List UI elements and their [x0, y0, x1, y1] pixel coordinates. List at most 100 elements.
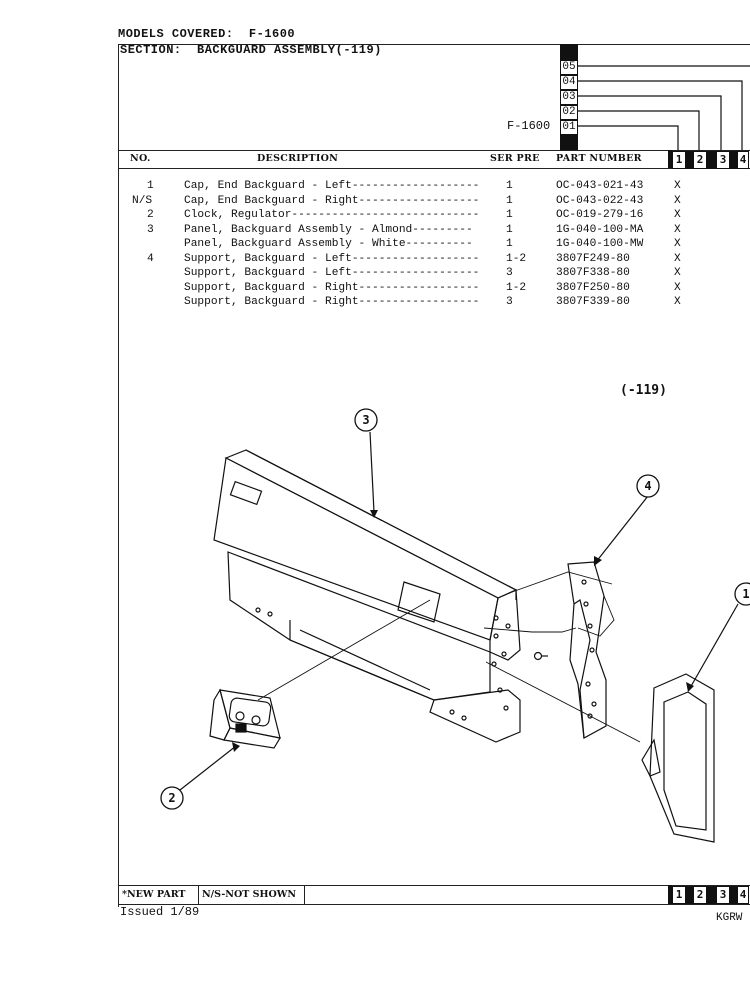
part-description: Cap, End Backguard - Right--------------… [184, 194, 480, 207]
part-ser-pre: 3 [506, 267, 513, 279]
section-title: SECTION: BACKGUARD ASSEMBLY(-119) [120, 43, 382, 57]
callout-2-leader [179, 745, 237, 791]
list-item: 1 Cap, End Backguard - Left-------------… [0, 180, 750, 195]
part-description: Support, Backguard - Right--------------… [184, 281, 480, 294]
part-no: 1 [147, 180, 154, 192]
variant-ladder-bottom [560, 135, 578, 150]
variant-code-04: 04 [560, 75, 578, 90]
part-number: 3807F339-80 [556, 296, 630, 308]
list-item: Support, Backguard - Left---------------… [0, 267, 750, 282]
callout-4-leader [595, 495, 649, 563]
clock-regulator [209, 688, 281, 749]
callout-1-circle [734, 582, 750, 606]
cap-assembly-line [485, 661, 641, 743]
col-divider-block [668, 150, 672, 168]
callout-2-label: 2 [168, 791, 175, 805]
part-description: Support, Backguard - Left---------------… [184, 252, 480, 265]
variant-code-05: 05 [560, 60, 578, 75]
part-applies-mark: X [674, 267, 681, 279]
col-variant-4: 4 [737, 151, 749, 169]
model-label: F-1600 [507, 119, 551, 133]
part-number: 3807F338-80 [556, 267, 630, 279]
list-item: 4 Support, Backguard - Left-------------… [0, 253, 750, 268]
col-no: NO. [130, 153, 151, 164]
part-ser-pre: 1 [506, 209, 513, 221]
column-header-divider [118, 168, 750, 169]
document-code: KGRW [716, 912, 743, 924]
col-variant-1: 1 [672, 151, 686, 169]
callout-3-circle [354, 408, 378, 432]
part-no: N/S [132, 194, 153, 207]
screw [533, 651, 548, 661]
part-no: 3 [147, 223, 154, 236]
part-number: 3807F249-80 [556, 252, 630, 265]
part-applies-mark: X [674, 296, 681, 308]
footer-top-line [118, 885, 750, 886]
models-covered: MODELS COVERED: F-1600 [118, 27, 296, 41]
part-ser-pre: 1 [506, 194, 513, 207]
col-variant-3: 3 [716, 151, 730, 169]
clock-assembly-line [257, 599, 431, 701]
callout-4-label: 4 [644, 479, 651, 493]
callout-4-arrowhead [594, 556, 602, 566]
part-applies-mark: X [674, 223, 681, 236]
col-description: DESCRIPTION [257, 153, 339, 164]
part-description: Clock, Regulator------------------------… [184, 209, 480, 221]
ladder-leader-02 [578, 110, 700, 150]
list-item: Support, Backguard - Right--------------… [0, 296, 750, 311]
support-backguard [567, 561, 607, 739]
part-ser-pre: 1-2 [506, 252, 527, 265]
page-frame [118, 44, 750, 907]
callout-1-label: 1 [742, 587, 749, 601]
part-number: OC-043-022-43 [556, 194, 644, 207]
callout-1-arrowhead [686, 682, 694, 692]
col-ser-pre: SER PRE [490, 153, 540, 164]
assembly-line-c [577, 595, 615, 637]
part-applies-mark: X [674, 252, 681, 265]
footer-variant-1: 1 [672, 886, 686, 904]
part-applies-mark: X [674, 180, 681, 192]
footer-variant-4: 4 [737, 886, 749, 904]
variant-code-01: 01 [560, 120, 578, 135]
part-number: 1G-040-100-MA [556, 223, 644, 236]
assembly-line-a [483, 627, 577, 633]
issued-date: Issued 1/89 [120, 905, 200, 919]
callout-3-arrowhead [370, 510, 378, 518]
callout-1-leader [689, 603, 739, 689]
part-ser-pre: 1 [506, 238, 513, 250]
part-ser-pre: 3 [506, 296, 513, 308]
part-applies-mark: X [674, 281, 681, 294]
part-number: 3807F250-80 [556, 281, 630, 294]
part-ser-pre: 1 [506, 180, 513, 192]
ladder-leader-03 [578, 95, 722, 150]
part-no: 2 [147, 209, 154, 221]
callout-3-label: 3 [362, 413, 369, 427]
end-cap [641, 673, 715, 843]
footer-variant-2: 2 [693, 886, 707, 904]
ladder-leader-04 [578, 80, 743, 150]
part-description: Support, Backguard - Left---------------… [184, 267, 480, 279]
part-number: OC-043-021-43 [556, 180, 644, 192]
part-description: Panel, Backguard Assembly - Almond------… [184, 223, 473, 236]
footer-not-shown: N/S-NOT SHOWN [198, 886, 305, 904]
callout-2-arrowhead [232, 742, 240, 752]
footer-divider-block [668, 885, 672, 904]
header-divider [118, 150, 750, 151]
part-description: Support, Backguard - Right--------------… [184, 296, 480, 308]
variant-ladder-top [560, 44, 578, 60]
col-variant-2: 2 [693, 151, 707, 169]
footer-variant-3: 3 [716, 886, 730, 904]
part-no: 4 [147, 252, 154, 265]
part-description: Cap, End Backguard - Left---------------… [184, 180, 480, 192]
callout-3-leader [369, 431, 375, 513]
part-number: OC-019-279-16 [556, 209, 644, 221]
list-item: 2 Clock, Regulator----------------------… [0, 209, 750, 224]
part-description: Panel, Backguard Assembly - White-------… [184, 238, 473, 250]
ladder-leader-01 [578, 125, 679, 150]
part-ser-pre: 1-2 [506, 281, 527, 294]
col-part-number: PART NUMBER [556, 153, 642, 164]
footer-new-part: *NEW PART [120, 886, 199, 904]
diagram-tag: (-119) [620, 383, 667, 398]
list-item: Support, Backguard - Right--------------… [0, 282, 750, 297]
